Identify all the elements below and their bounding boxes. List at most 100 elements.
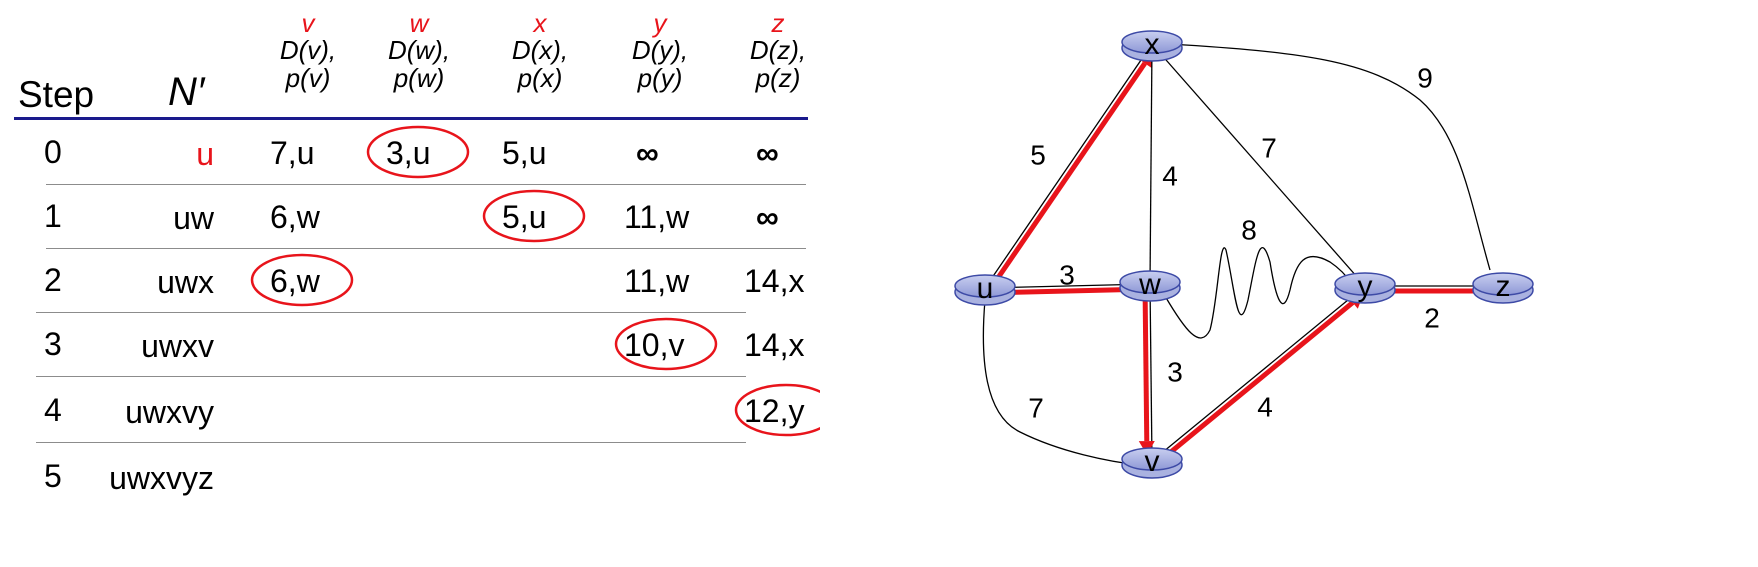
step-cell: 1 [44, 198, 62, 234]
row-rule [36, 312, 746, 313]
distance-cell: 11,w [624, 199, 690, 235]
nprime-cell: uwxv [141, 328, 214, 364]
row-rule [46, 184, 806, 185]
router-node-y: y [1334, 270, 1396, 304]
edge-x-z: 9 [1169, 43, 1491, 271]
node-label: w [1138, 268, 1161, 301]
edge-line [1149, 43, 1153, 285]
router-top [1334, 272, 1396, 296]
router-top [1119, 270, 1181, 294]
distance-cell: ∞ [636, 135, 659, 171]
edge-weight: 2 [1424, 302, 1440, 333]
column-node-v: v [301, 8, 315, 38]
edge-line [1151, 43, 1366, 287]
edge-weight: 5 [1030, 139, 1046, 170]
step-cell: 3 [44, 326, 62, 362]
column-header-v: v D(v), p(v) [248, 8, 368, 93]
edge-weight: 7 [1261, 132, 1277, 163]
router-node-z: z [1472, 270, 1534, 304]
distance-cell: 5,u [502, 199, 547, 235]
distance-cell: 6,w [270, 199, 320, 235]
column-header-z: z D(z), p(z) [718, 8, 838, 93]
tree-arrow [1142, 290, 1150, 442]
edge-weight: 3 [1059, 259, 1075, 290]
nprime-cell: uwxvy [125, 394, 214, 430]
edge-line [982, 299, 1141, 466]
step-header: Step [18, 74, 95, 115]
step-cell: 5 [44, 458, 62, 494]
distance-cell: ∞ [756, 199, 779, 235]
edge-weight: 4 [1257, 391, 1273, 422]
router-top [1121, 447, 1183, 471]
edge-weight: 9 [1417, 62, 1433, 93]
tree-arrow [1158, 300, 1355, 463]
column-dist-y: D(y), [631, 35, 689, 66]
distance-cell: 3,u [386, 135, 431, 171]
nprime-cell: uwxvyz [109, 460, 214, 496]
edge-x-y: 7 [1151, 43, 1366, 287]
column-pred-v: p(v) [285, 62, 331, 93]
edge-u-x: 5 [984, 43, 1153, 289]
edge-w-v: 3 [1138, 283, 1183, 462]
edge-u-v: 7 [982, 299, 1141, 466]
distance-cell: ∞ [756, 135, 779, 171]
column-dist-z: D(z), [749, 35, 807, 66]
distance-cell: 6,w [270, 263, 320, 299]
column-dist-w: D(w), [387, 35, 451, 66]
column-pred-z: p(z) [755, 62, 801, 93]
edge-line [1151, 285, 1366, 462]
router-top [1472, 272, 1534, 296]
column-dist-x: D(x), [511, 35, 569, 66]
node-label: z [1496, 270, 1511, 303]
edge-line [1169, 43, 1491, 271]
edge-w-y: 8 [1164, 214, 1353, 339]
tree-arrow [990, 61, 1147, 288]
distance-cell: 12,y [744, 393, 805, 429]
header-rule [14, 117, 808, 120]
column-dist-v: D(v), [279, 35, 337, 66]
edge-weight: 7 [1028, 392, 1044, 423]
column-pred-w: p(w) [393, 62, 445, 93]
column-node-w: w [409, 8, 429, 38]
edge-weight: 3 [1167, 356, 1183, 387]
node-label: x [1145, 28, 1160, 61]
node-layer: u x w v y z [954, 28, 1534, 479]
step-cell: 0 [44, 134, 62, 170]
distance-cell: 10,v [624, 327, 685, 363]
selected-circle [250, 253, 354, 307]
nprime-cell: u [196, 136, 214, 172]
selected-circle [482, 189, 586, 243]
router-top [954, 274, 1016, 298]
row-rule [36, 376, 746, 377]
circle-overlay [250, 125, 820, 437]
edge-layer: 5 3 7 4 7 9 3 8 4 2 [982, 43, 1503, 466]
router-node-x: x [1121, 28, 1183, 62]
column-node-x: x [533, 8, 547, 38]
row-rule [46, 248, 806, 249]
distance-cell: 5,u [502, 135, 547, 171]
edge-weight: 4 [1162, 160, 1178, 191]
column-node-z: z [771, 8, 785, 38]
edge-line [984, 43, 1153, 289]
selected-circle [614, 317, 718, 371]
edge-line [1149, 283, 1153, 462]
router-top [1121, 30, 1183, 54]
edge-line [1164, 247, 1353, 339]
distance-cell: 14,x [744, 327, 805, 363]
column-node-y: y [653, 8, 667, 38]
nprime-cell: uwx [157, 264, 214, 300]
router-node-v: v [1121, 445, 1183, 479]
row-rule [36, 442, 746, 443]
column-pred-x: p(x) [517, 62, 563, 93]
column-header-w: w D(w), p(w) [359, 8, 479, 93]
selected-circle [366, 125, 470, 179]
node-label: v [1145, 445, 1160, 478]
router-node-u: u [954, 272, 1016, 306]
router-node-w: w [1119, 268, 1181, 302]
node-label: u [977, 272, 994, 305]
edge-x-w: 4 [1149, 43, 1178, 285]
column-header-y: y D(y), p(y) [600, 8, 720, 92]
node-label: y [1358, 270, 1373, 303]
